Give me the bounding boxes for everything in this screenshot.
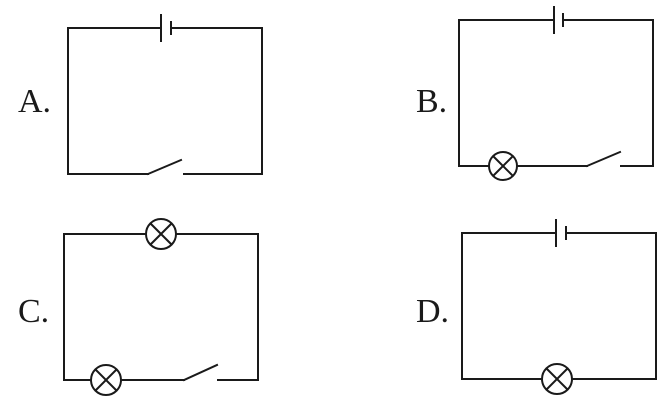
option-b-battery bbox=[553, 6, 564, 34]
option-c-bulb-bottom-cross-2 bbox=[94, 368, 118, 392]
option-d-circuit: D. bbox=[416, 219, 657, 395]
option-d-label: D. bbox=[416, 293, 449, 330]
option-c-bulb-top-cross-2 bbox=[149, 222, 173, 246]
option-b-circuit: B. bbox=[416, 6, 654, 181]
option-d-battery bbox=[555, 219, 567, 247]
option-c-bulb-top bbox=[145, 218, 177, 250]
option-c-switch bbox=[182, 363, 219, 382]
option-c-bulb-bottom bbox=[90, 364, 122, 396]
option-d-wire-right bbox=[565, 232, 657, 380]
option-a-wire-right bbox=[171, 27, 263, 175]
option-a-wire-left bbox=[67, 27, 161, 175]
option-c-circuit: C. bbox=[18, 218, 259, 396]
option-a-switch bbox=[146, 158, 183, 176]
option-d-bulb-cross-2 bbox=[545, 367, 569, 391]
option-c-wire-left bbox=[63, 233, 147, 381]
option-a-circuit: A. bbox=[18, 14, 263, 176]
option-b-wire-right bbox=[562, 19, 654, 167]
option-a-battery bbox=[160, 14, 172, 42]
option-b-label: B. bbox=[416, 83, 447, 120]
option-b-bulb bbox=[488, 151, 518, 181]
option-d-bulb bbox=[541, 363, 573, 395]
option-d-wire-left bbox=[461, 232, 557, 380]
option-b-bulb-cross-2 bbox=[492, 155, 514, 177]
option-c-label: C. bbox=[18, 293, 49, 330]
option-c-wire-right bbox=[175, 233, 259, 381]
option-b-wire-left bbox=[458, 19, 555, 167]
option-b-switch bbox=[585, 150, 622, 168]
option-a-label: A. bbox=[18, 83, 51, 120]
